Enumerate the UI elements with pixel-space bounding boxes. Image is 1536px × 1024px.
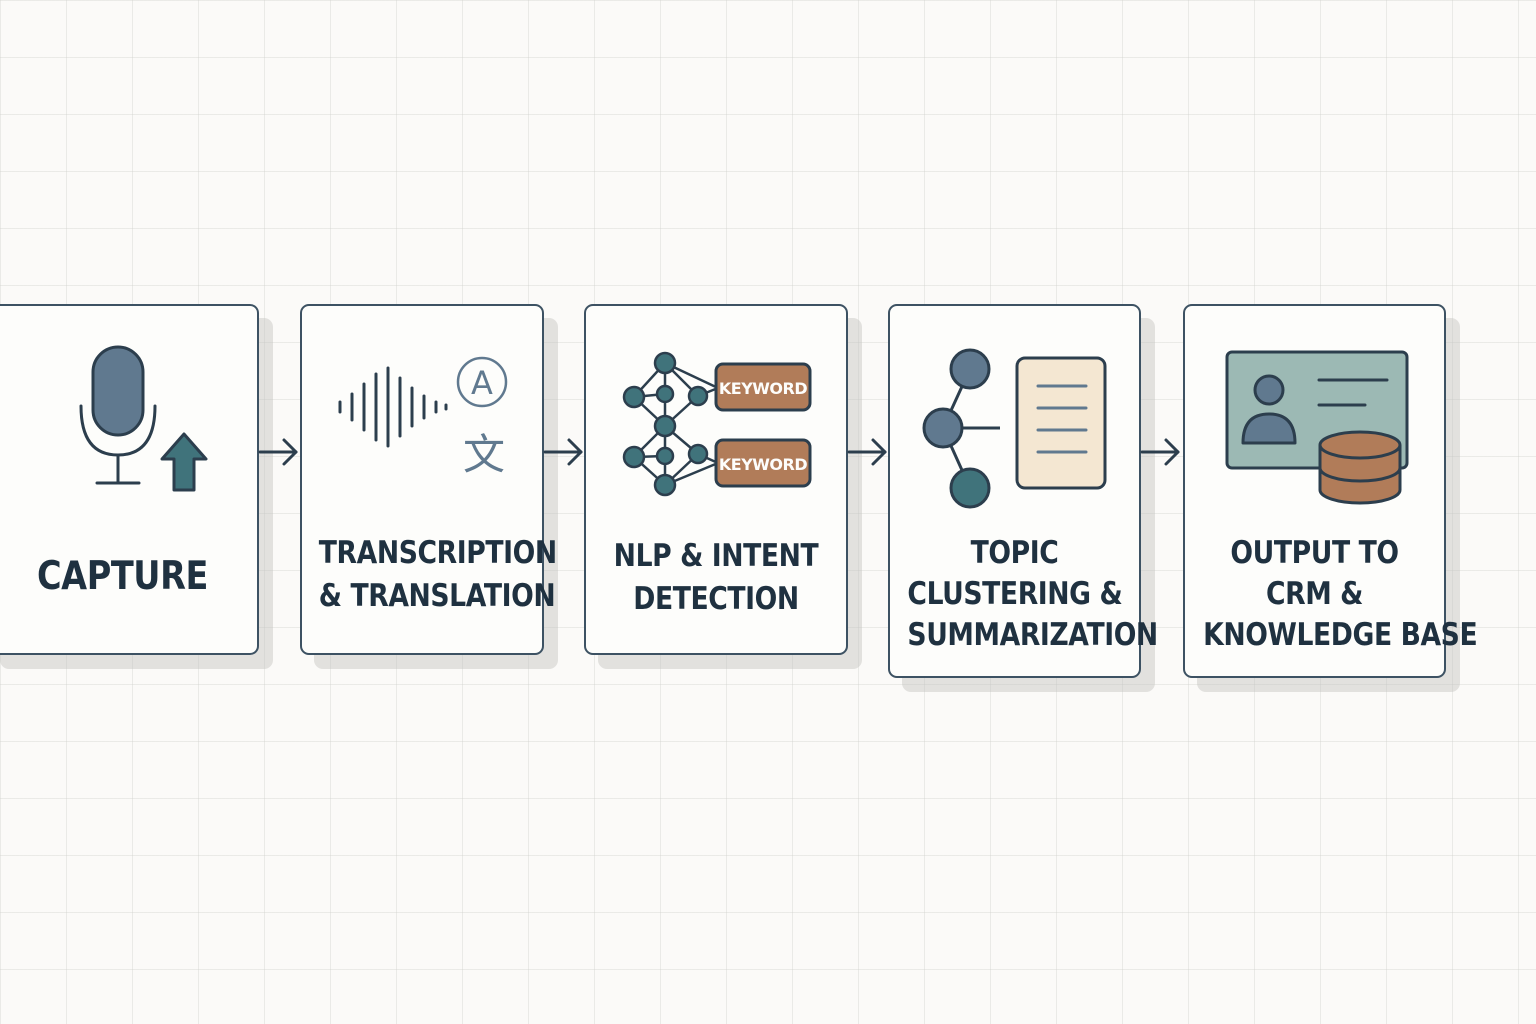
- database-icon: [1318, 430, 1402, 505]
- step-title-line: CAPTURE: [36, 554, 209, 599]
- step-title-line: CLUSTERING &: [907, 576, 1123, 612]
- step-title-line: TRANSCRIPTION: [318, 535, 557, 571]
- capture-card: CAPTURE: [0, 304, 259, 655]
- connector-arrow-2: [543, 438, 583, 466]
- step-title-line: NLP & INTENT: [613, 538, 819, 574]
- sound-wave-icon: [338, 366, 448, 448]
- transcription-icons: A 文: [338, 356, 508, 479]
- connector-arrow-4: [1140, 438, 1180, 466]
- translate-icon: A 文: [456, 356, 508, 479]
- step-title-topic: TOPIC CLUSTERING & SUMMARIZATION: [907, 533, 1158, 656]
- topic-icons: [922, 348, 1107, 509]
- step-title-line: TOPIC: [970, 535, 1059, 571]
- nlp-card: KEYWORD KEYWORD NLP & INTENT DETECTION: [584, 304, 848, 655]
- connector-arrow-3: [847, 438, 887, 466]
- step-title-line: & TRANSLATION: [318, 578, 556, 614]
- step-title-transcription: TRANSCRIPTION & TRANSLATION: [318, 532, 557, 618]
- microphone-icon: [79, 345, 157, 485]
- step-title-line: SUMMARIZATION: [907, 617, 1158, 653]
- cluster-tree-icon: [922, 348, 1000, 509]
- upload-arrow-icon: [160, 432, 208, 492]
- translate-latin-glyph: A: [471, 364, 493, 402]
- keyword-tag-label: KEYWORD: [719, 379, 807, 398]
- step-title-line: CRM &: [1265, 576, 1363, 612]
- keyword-tag-label: KEYWORD: [719, 455, 807, 474]
- document-icon: [1015, 356, 1107, 490]
- transcription-card: A 文 TRANSCRIPTION & TRANSLATION: [300, 304, 557, 655]
- step-title-output: OUTPUT TO CRM & KNOWLEDGE BASE: [1203, 533, 1478, 656]
- keyword-tag-icon: KEYWORD KEYWORD: [714, 362, 812, 488]
- connector-arrow-1: [258, 438, 298, 466]
- neural-network-icon: [622, 351, 719, 497]
- translate-cjk-glyph: 文: [463, 430, 505, 479]
- topic-card: TOPIC CLUSTERING & SUMMARIZATION: [888, 304, 1158, 678]
- step-title-capture: CAPTURE: [7, 554, 238, 600]
- output-icons: [1225, 350, 1409, 505]
- output-card: OUTPUT TO CRM & KNOWLEDGE BASE: [1183, 304, 1478, 678]
- step-title-line: OUTPUT TO: [1230, 535, 1399, 571]
- step-title-line: KNOWLEDGE BASE: [1203, 617, 1478, 653]
- capture-icons: [79, 345, 208, 492]
- step-title-nlp: NLP & INTENT DETECTION: [604, 535, 828, 621]
- step-title-line: DETECTION: [633, 581, 799, 617]
- nlp-icons: KEYWORD KEYWORD: [622, 351, 812, 497]
